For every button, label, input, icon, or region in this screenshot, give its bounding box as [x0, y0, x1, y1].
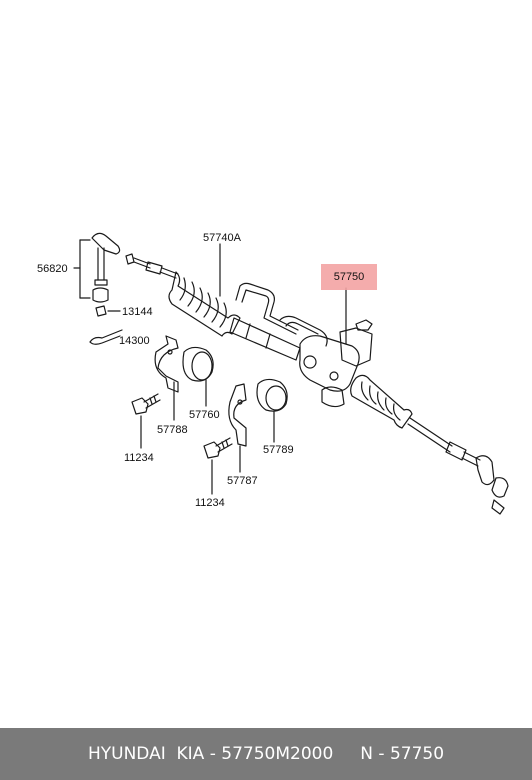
right-bushing [256, 378, 288, 412]
label-57750[interactable]: 57750 [333, 271, 365, 283]
label-11234-right[interactable]: 11234 [195, 497, 225, 509]
callout-bracket-56820 [73, 239, 91, 299]
right-bolt [203, 437, 233, 459]
right-bracket [228, 383, 247, 447]
part-number-footer: HYUNDAI KIA - 57750M2000 N - 57750 [0, 728, 532, 780]
left-tie-rod-end [91, 232, 121, 317]
gear-valve-body [299, 319, 373, 408]
right-tie-rod [407, 417, 509, 515]
label-57787[interactable]: 57787 [227, 475, 258, 487]
left-bellows-boot [168, 271, 241, 337]
part-highlight [321, 264, 377, 290]
label-57740A[interactable]: 57740A [203, 232, 241, 244]
label-57760[interactable]: 57760 [189, 409, 220, 421]
left-bracket [154, 335, 179, 393]
right-bellows-boot [350, 374, 413, 429]
label-56820[interactable]: 56820 [37, 263, 68, 275]
label-57789[interactable]: 57789 [263, 444, 294, 456]
label-11234-left[interactable]: 11234 [124, 452, 154, 464]
left-bolt [131, 393, 161, 415]
steering-gear-diagram [73, 232, 509, 515]
label-14300[interactable]: 14300 [119, 335, 150, 347]
rack-housing [229, 317, 301, 361]
hydraulic-lines [235, 282, 328, 347]
left-bushing [182, 346, 214, 382]
label-13144[interactable]: 13144 [122, 306, 153, 318]
label-57788[interactable]: 57788 [157, 424, 188, 436]
cotter-pin [89, 329, 123, 345]
left-outer-rod [125, 253, 179, 279]
